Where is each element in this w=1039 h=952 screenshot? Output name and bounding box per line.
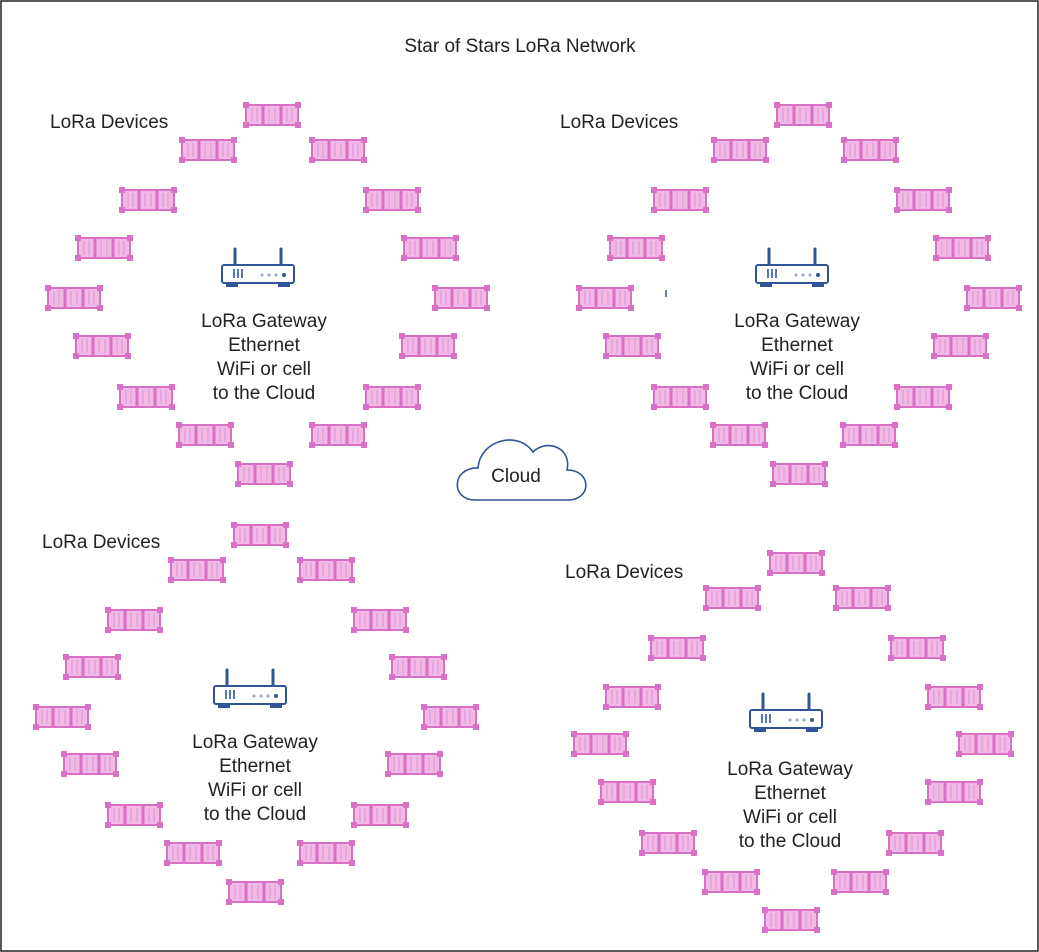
lora-device-icon: [361, 382, 423, 412]
lora-device-icon: [241, 100, 303, 130]
lora-device-icon: [103, 605, 165, 635]
lora-device-icon: [174, 420, 236, 450]
lora-device-icon: [601, 331, 663, 361]
lora-device-icon: [229, 520, 291, 550]
lora-device-icon: [962, 283, 1024, 313]
gateway-text-line: Ethernet: [219, 756, 292, 777]
gateway-text-line: WiFi or cell: [208, 780, 302, 801]
lora-device-icon: [884, 828, 946, 858]
lora-device-icon: [954, 729, 1016, 759]
lora-device-icon: [73, 233, 135, 263]
lora-device-icon: [923, 777, 985, 807]
lora-device-icon: [224, 877, 286, 907]
lora-device-icon: [886, 633, 948, 663]
lora-device-icon: [760, 905, 822, 935]
lora-device-icon: [601, 682, 663, 712]
lora-device-icon: [929, 331, 991, 361]
lora-device-icon: [574, 283, 636, 313]
lora-device-icon: [839, 135, 901, 165]
lora-device-icon: [117, 185, 179, 215]
lora-device-icon: [115, 382, 177, 412]
lora-device-icon: [649, 382, 711, 412]
lora-device-icon: [177, 135, 239, 165]
gateway-text-line: WiFi or cell: [743, 807, 837, 828]
gateway-text-line: to the Cloud: [204, 804, 306, 825]
lora-device-icon: [637, 828, 699, 858]
gateway-text-line: Ethernet: [228, 335, 301, 356]
lora-device-icon: [569, 729, 631, 759]
lora-device-icon: [831, 583, 893, 613]
lora-device-icon: [430, 283, 492, 313]
lora-device-icon: [162, 838, 224, 868]
lora-device-icon: [307, 135, 369, 165]
lora-device-icon: [295, 555, 357, 585]
lora-device-icon: [892, 185, 954, 215]
lora-device-icon: [419, 702, 481, 732]
lora-device-icon: [923, 682, 985, 712]
devices-label: LoRa Devices: [50, 112, 168, 133]
devices-label: LoRa Devices: [42, 532, 160, 553]
lora-device-icon: [71, 331, 133, 361]
lora-device-icon: [838, 420, 900, 450]
lora-device-icon: [397, 331, 459, 361]
lora-device-icon: [700, 867, 762, 897]
lora-device-icon: [295, 838, 357, 868]
lora-device-icon: [361, 185, 423, 215]
gateway-text-line: Ethernet: [761, 335, 834, 356]
lora-device-icon: [383, 749, 445, 779]
gateway-text-line: LoRa Gateway: [734, 311, 860, 332]
gateway-text-line: WiFi or cell: [750, 359, 844, 380]
diagram-title: Star of Stars LoRa Network: [404, 36, 636, 57]
lora-device-icon: [596, 777, 658, 807]
devices-label: LoRa Devices: [560, 112, 678, 133]
lora-device-icon: [387, 652, 449, 682]
gateway-text-line: to the Cloud: [746, 383, 848, 404]
gateway-text-line: Ethernet: [754, 783, 827, 804]
lora-device-icon: [399, 233, 461, 263]
gateway-text-line: LoRa Gateway: [727, 759, 853, 780]
cloud-label: Cloud: [491, 466, 541, 487]
lora-device-icon: [166, 555, 228, 585]
lora-device-icon: [708, 420, 770, 450]
gateway-text-line: LoRa Gateway: [201, 311, 327, 332]
lora-device-icon: [349, 605, 411, 635]
lora-device-icon: [772, 100, 834, 130]
lora-device-icon: [349, 800, 411, 830]
gateway-text-line: to the Cloud: [739, 831, 841, 852]
lora-device-icon: [931, 233, 993, 263]
lora-device-icon: [59, 749, 121, 779]
devices-label: LoRa Devices: [565, 562, 683, 583]
lora-device-icon: [701, 583, 763, 613]
lora-device-icon: [829, 867, 891, 897]
gateway-text-line: to the Cloud: [213, 383, 315, 404]
lora-device-icon: [768, 459, 830, 489]
lora-device-icon: [233, 459, 295, 489]
lora-device-icon: [765, 548, 827, 578]
gateway-text-line: LoRa Gateway: [192, 732, 318, 753]
lora-device-icon: [892, 382, 954, 412]
lora-device-icon: [605, 233, 667, 263]
lora-device-icon: [307, 420, 369, 450]
lora-device-icon: [709, 135, 771, 165]
lora-device-icon: [61, 652, 123, 682]
gateway-text-line: WiFi or cell: [217, 359, 311, 380]
lora-device-icon: [646, 633, 708, 663]
lora-device-icon: [649, 185, 711, 215]
lora-device-icon: [31, 702, 93, 732]
lora-device-icon: [43, 283, 105, 313]
cloud-icon: Cloud: [456, 439, 587, 501]
lora-device-icon: [103, 800, 165, 830]
